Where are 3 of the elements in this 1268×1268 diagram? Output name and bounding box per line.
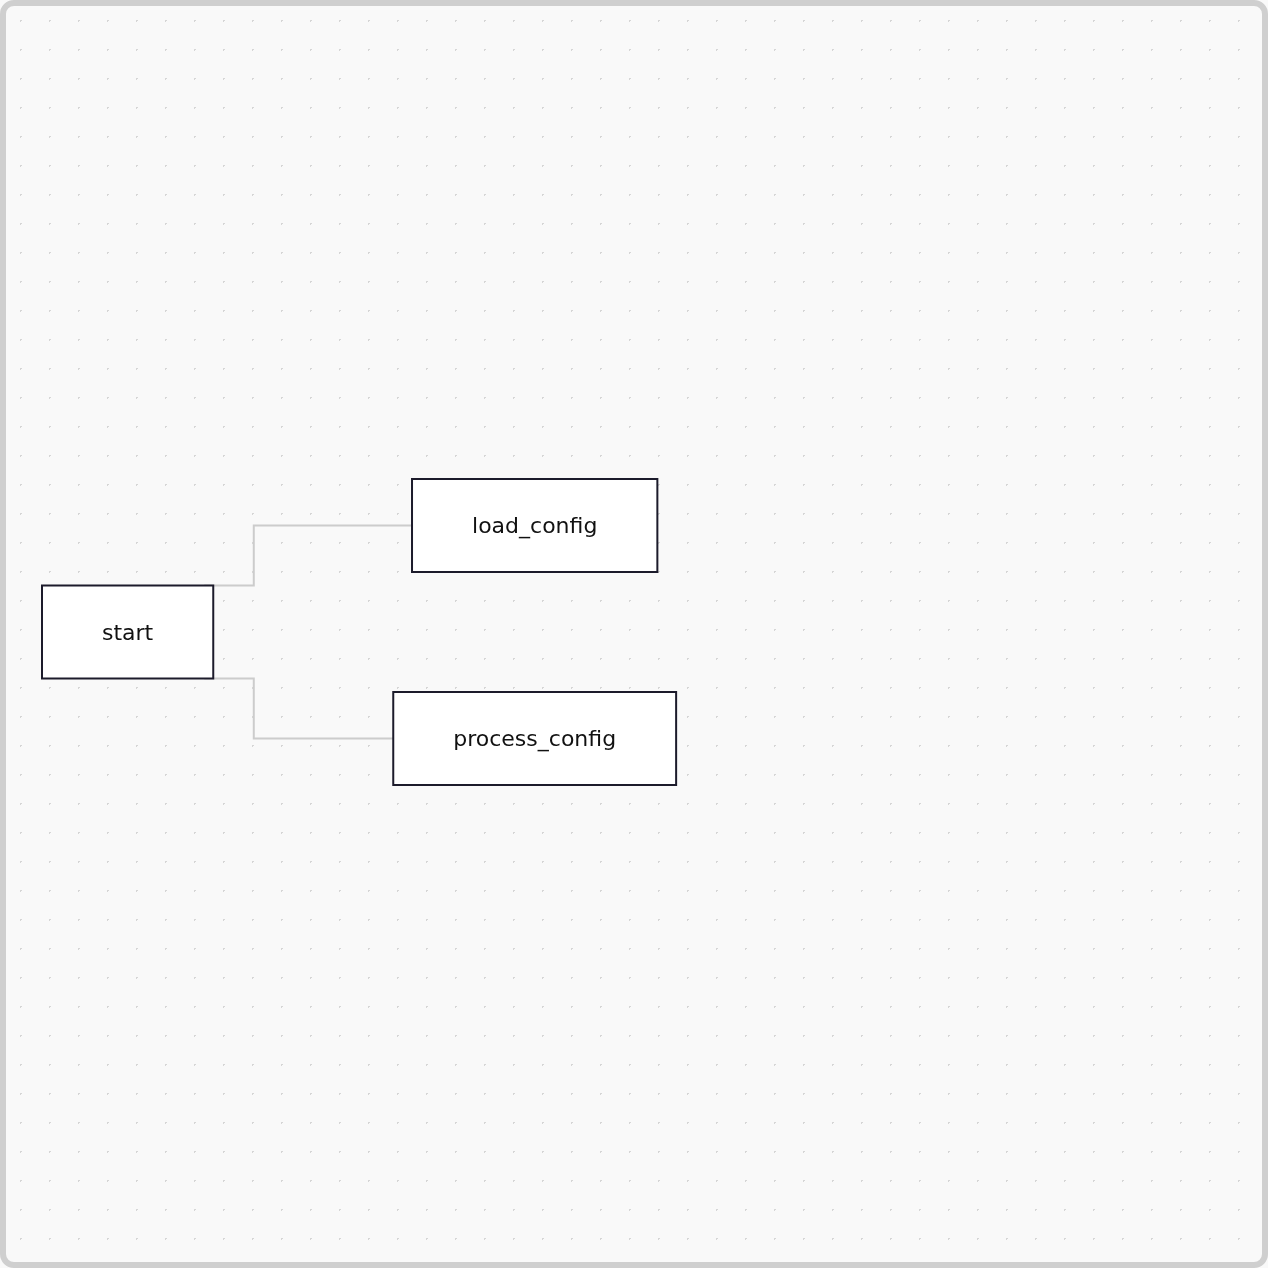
node-box: load_config bbox=[411, 478, 659, 573]
node-box: start bbox=[41, 584, 215, 680]
node-box: process_config bbox=[392, 691, 678, 786]
